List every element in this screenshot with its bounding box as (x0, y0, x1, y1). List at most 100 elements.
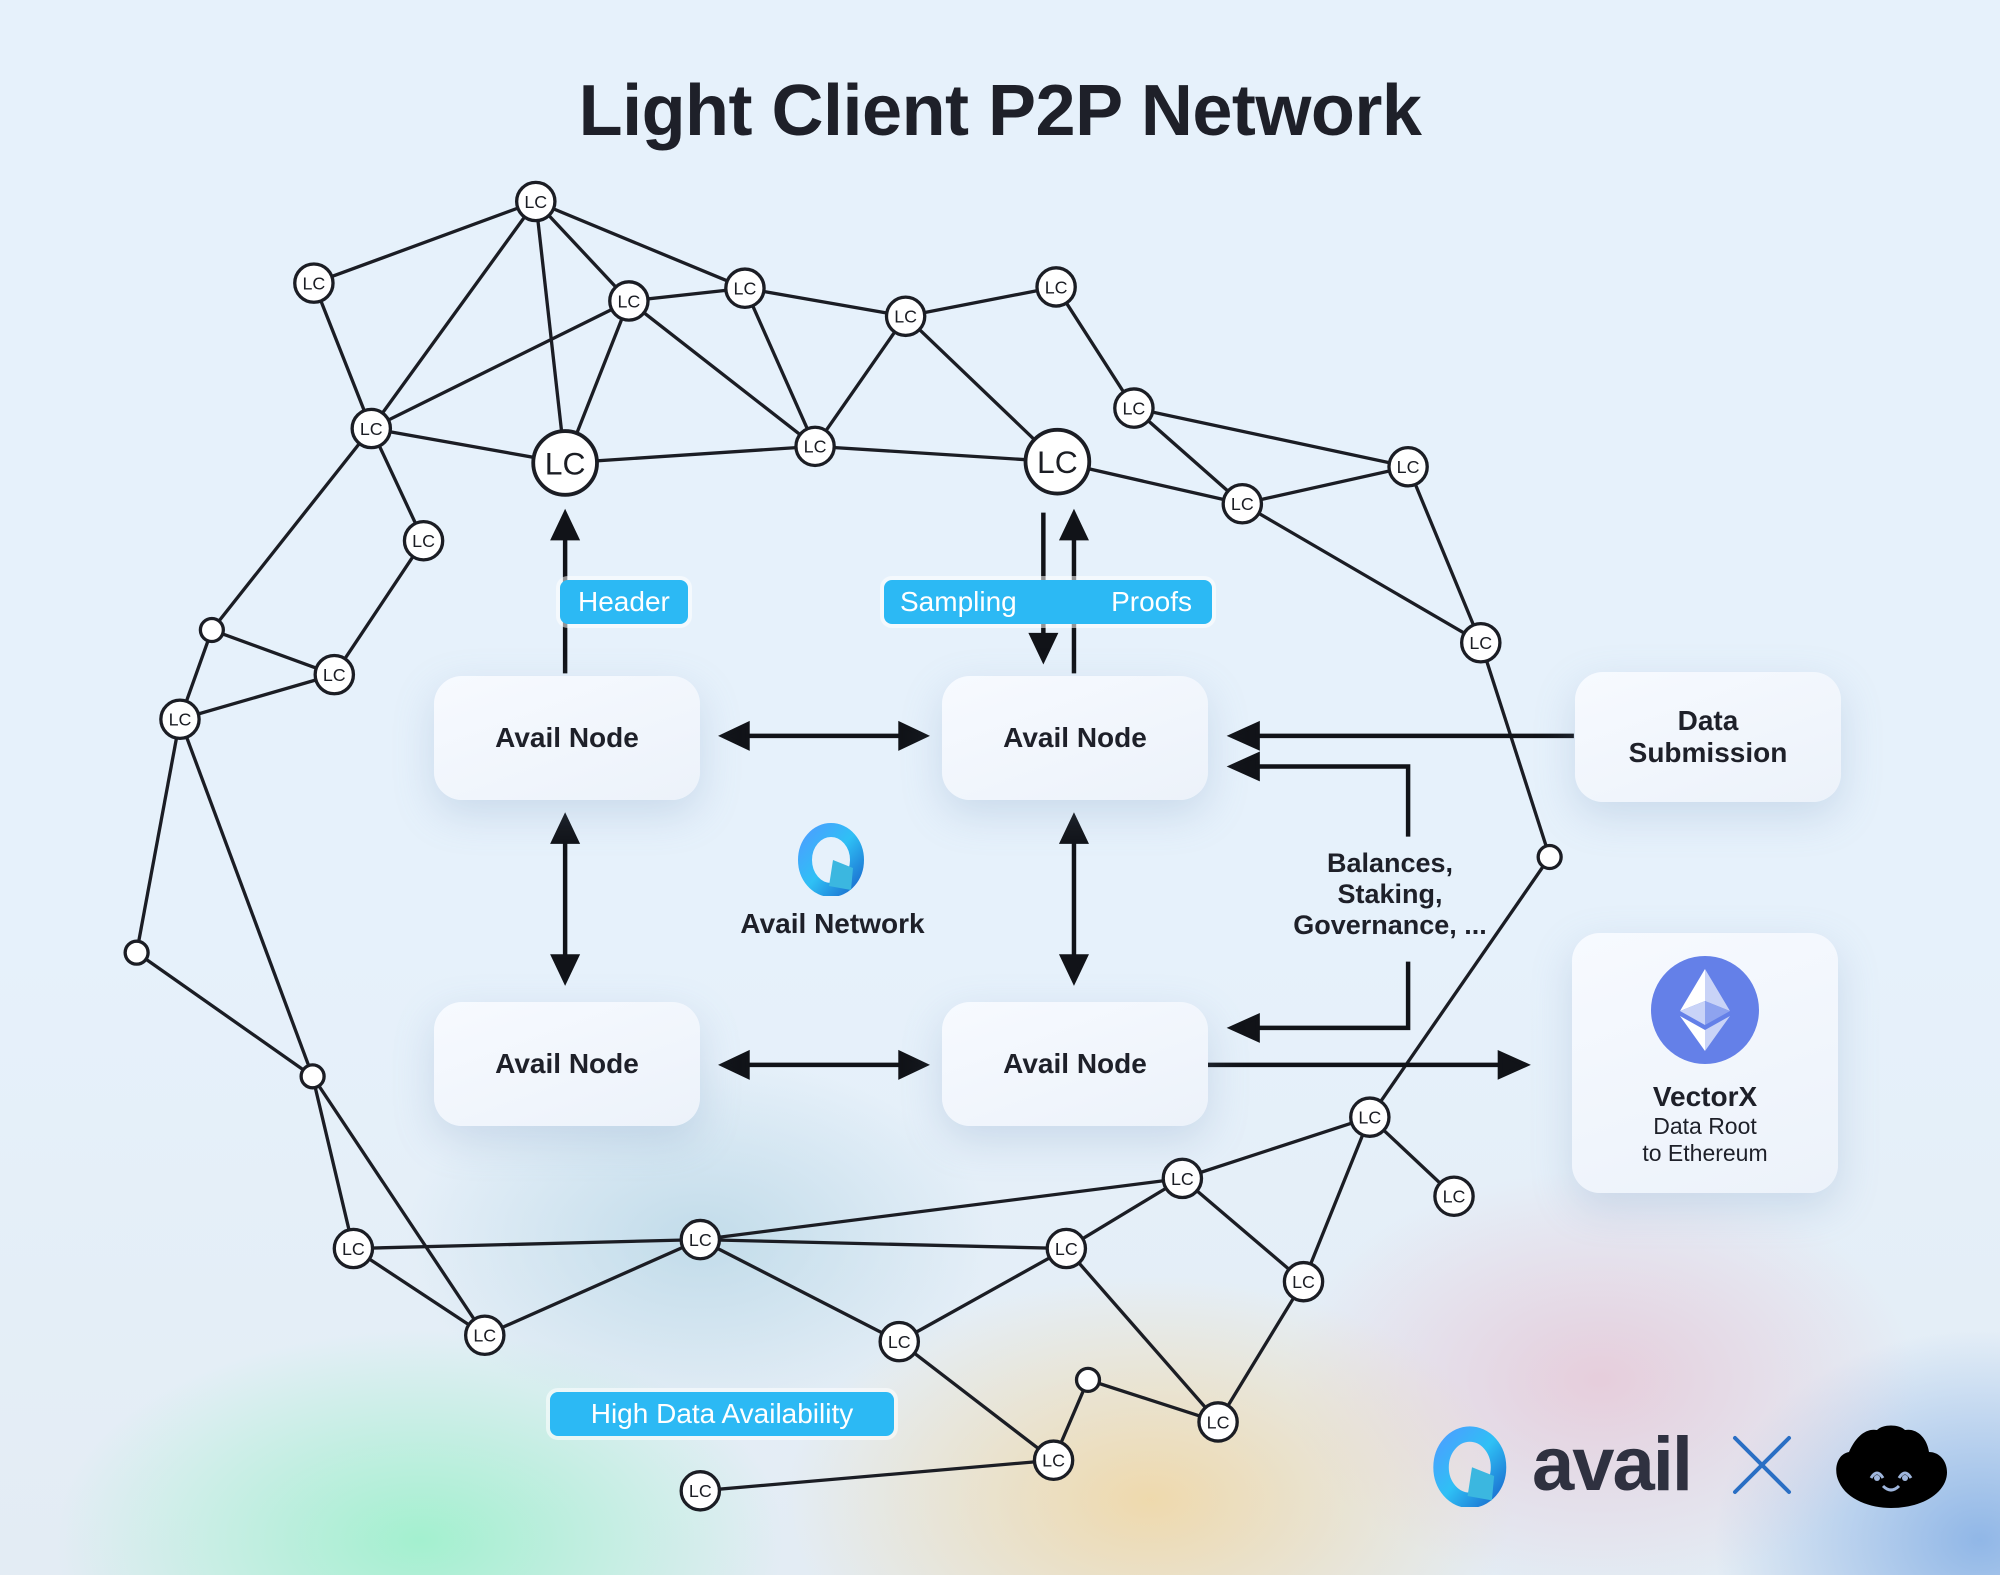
collab-x-icon (1733, 1436, 1792, 1494)
node-circle (884, 295, 927, 338)
light-client-node[interactable]: LC (531, 429, 599, 497)
node-circle (1161, 1157, 1204, 1200)
light-client-node[interactable]: LC (608, 280, 650, 322)
light-client-node[interactable]: LC (724, 267, 766, 310)
peer-link (1479, 642, 1552, 858)
node-label: LC (804, 437, 827, 457)
peer-link (743, 287, 817, 448)
node-circle (1045, 1227, 1088, 1270)
node-circle (1035, 266, 1077, 308)
light-client-node[interactable]: LC (402, 519, 445, 562)
light-client-node[interactable]: LC (1460, 621, 1502, 664)
node-circle (463, 1314, 506, 1357)
light-client-node[interactable]: LC (1045, 1227, 1088, 1270)
avail-network-label: Avail Network (740, 908, 925, 939)
node-label: LC (1469, 633, 1492, 653)
light-client-node[interactable]: LC (332, 1227, 375, 1270)
peer-link (813, 315, 907, 448)
light-client-node[interactable]: LC (1032, 1439, 1075, 1482)
light-client-node[interactable]: LC (313, 653, 356, 696)
node-label: LC (1042, 1451, 1065, 1471)
peer-link (1406, 466, 1483, 644)
arrowhead (1226, 720, 1260, 751)
avail-node-bottom-left[interactable]: Avail Node (434, 1002, 700, 1126)
node-circle (1197, 1401, 1239, 1443)
peer-node[interactable] (299, 1063, 326, 1090)
light-client-node[interactable]: LC (1197, 1401, 1239, 1443)
peer-link (179, 673, 335, 721)
node-label: LC (1037, 444, 1078, 480)
node-circle (350, 407, 393, 450)
light-client-node[interactable]: LC (1113, 387, 1155, 429)
vectorx-card[interactable]: VectorX Data Root to Ethereum (1572, 933, 1838, 1193)
peer-link (534, 200, 631, 303)
peer-node[interactable] (1074, 1366, 1102, 1394)
node-label: LC (617, 291, 640, 311)
light-client-node[interactable]: LC (1349, 1096, 1391, 1138)
peer-link (484, 1238, 701, 1337)
peer-link (1065, 1176, 1184, 1250)
node-circle (332, 1227, 375, 1270)
network-nodes: LC LC LC LC LC LC LC LC LC LC LC LC LC LC LC LC LC LC LC LC… (123, 180, 1563, 1512)
vectorx-title: VectorX (1652, 1081, 1758, 1112)
node-label: LC (1231, 494, 1254, 514)
balances-bracket-bottom (1255, 961, 1411, 1031)
node-label: LC (360, 419, 383, 439)
peer-link (312, 282, 373, 430)
node-label: LC (473, 1326, 496, 1346)
light-client-node[interactable]: LC (878, 1320, 921, 1363)
high-data-availability-tag: High Data Availability (550, 1392, 894, 1436)
arrowhead (898, 1049, 930, 1080)
light-client-node[interactable]: LC (293, 262, 335, 304)
data-submission-card[interactable]: Data Submission (1575, 672, 1841, 802)
avail-node-top-left[interactable]: Avail Node (434, 676, 700, 800)
light-client-node[interactable]: LC (794, 425, 836, 468)
arrowhead (718, 720, 750, 751)
node-circle (1221, 482, 1264, 525)
arrowhead (1497, 1049, 1531, 1080)
light-client-node[interactable]: LC (1161, 1157, 1204, 1200)
node-circle (198, 616, 225, 644)
node-circle (123, 939, 150, 966)
peer-link (700, 1458, 1054, 1493)
light-client-node[interactable]: LC (1035, 266, 1077, 308)
light-client-node[interactable]: LC (463, 1314, 506, 1357)
arrowhead (718, 1049, 750, 1080)
light-client-node[interactable]: LC (1387, 445, 1429, 488)
node-label: LC (1171, 1169, 1194, 1189)
ethereum-icon (1651, 956, 1759, 1064)
light-client-node[interactable]: LC (515, 180, 557, 223)
avail-node-bottom-right[interactable]: Avail Node (942, 1002, 1208, 1126)
footer-brand: avail (1430, 1420, 1951, 1510)
light-client-node[interactable]: LC (679, 1470, 722, 1512)
peer-link (565, 444, 816, 465)
peer-node[interactable] (198, 616, 225, 644)
peer-link (1241, 465, 1409, 506)
peer-link (332, 539, 425, 676)
light-client-node[interactable]: LC (1221, 482, 1264, 525)
light-client-node[interactable]: LC (350, 407, 393, 450)
node-label: LC (1123, 398, 1146, 418)
node-label: LC (689, 1481, 712, 1501)
arrowhead (1028, 632, 1059, 665)
peer-link (1065, 1247, 1220, 1424)
avail-node-top-right[interactable]: Avail Node (942, 676, 1208, 800)
light-client-node[interactable]: LC (159, 698, 201, 741)
light-client-node[interactable]: LC (1433, 1175, 1475, 1218)
node-label: LC (734, 279, 757, 299)
node-label: LC (689, 1230, 712, 1250)
peer-node[interactable] (123, 939, 150, 966)
peer-node[interactable] (1536, 843, 1563, 871)
node-label: LC (524, 192, 547, 212)
light-client-node[interactable]: LC (679, 1218, 722, 1261)
node-circle (679, 1470, 722, 1512)
light-client-node[interactable]: LC (1282, 1260, 1325, 1303)
vectorx-line1: Data Root (1653, 1113, 1757, 1139)
data-submission-line2: Submission (1628, 737, 1788, 768)
node-circle (724, 267, 766, 310)
node-circle (1387, 445, 1429, 488)
node-circle (1074, 1366, 1102, 1394)
arrowhead (550, 812, 581, 844)
light-client-node[interactable]: LC (1023, 427, 1092, 496)
light-client-node[interactable]: LC (884, 295, 927, 338)
